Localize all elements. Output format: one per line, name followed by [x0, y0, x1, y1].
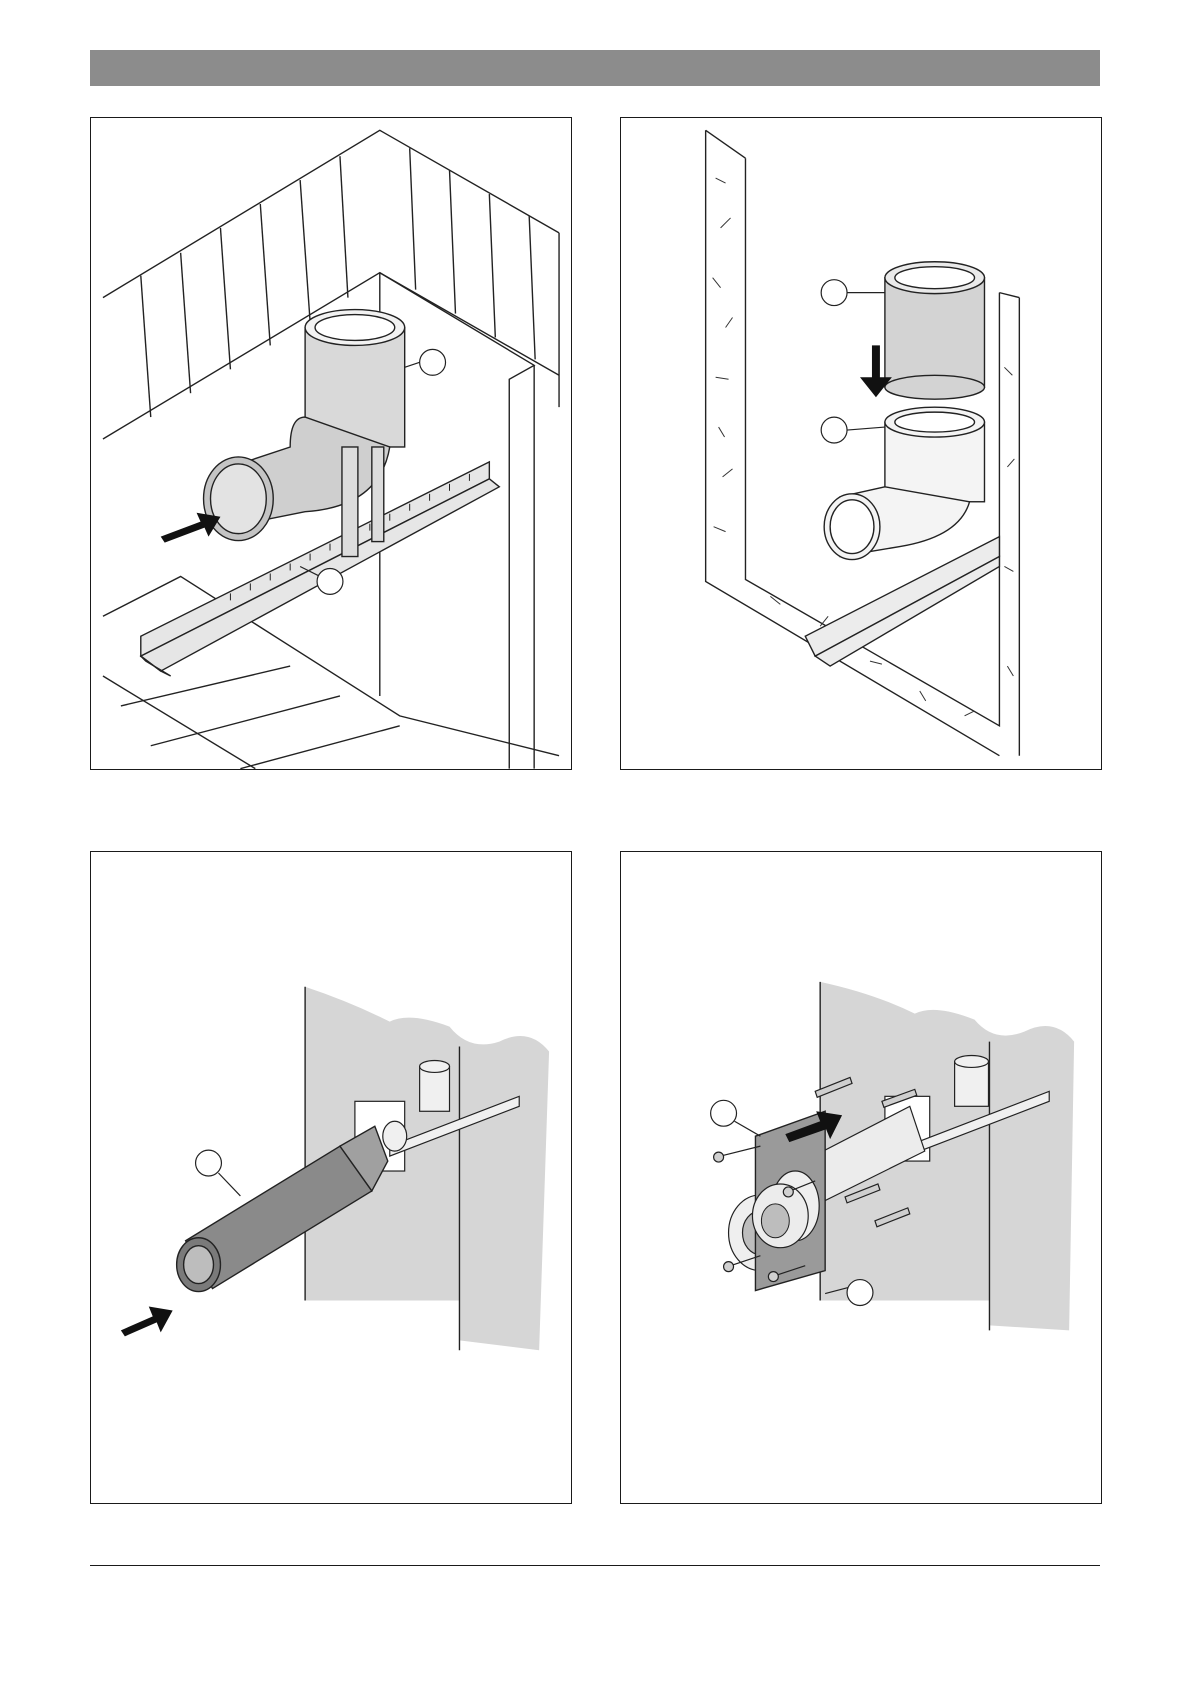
illustration-flue-pipe: [91, 852, 571, 1503]
header-bar: [90, 50, 1100, 86]
arrow-icon: [121, 1306, 173, 1336]
figure-panel-wall-plate: [620, 851, 1102, 1504]
mounting-rail: [805, 537, 999, 666]
figure-panel-flue-pipe: [90, 851, 572, 1504]
figure-panel-adapter: [620, 117, 1102, 770]
illustration-wall-plate: [621, 852, 1101, 1503]
pipe-elbow-icon: [204, 310, 405, 557]
adapter-icon: [885, 262, 985, 399]
illustration-elbow-rail: [91, 118, 571, 769]
arrow-icon: [161, 513, 221, 543]
illustration-adapter: [621, 118, 1101, 769]
callout-group: [196, 1150, 241, 1196]
footer-rule: [90, 1565, 1100, 1566]
figure-panel-elbow-rail: [90, 117, 572, 770]
